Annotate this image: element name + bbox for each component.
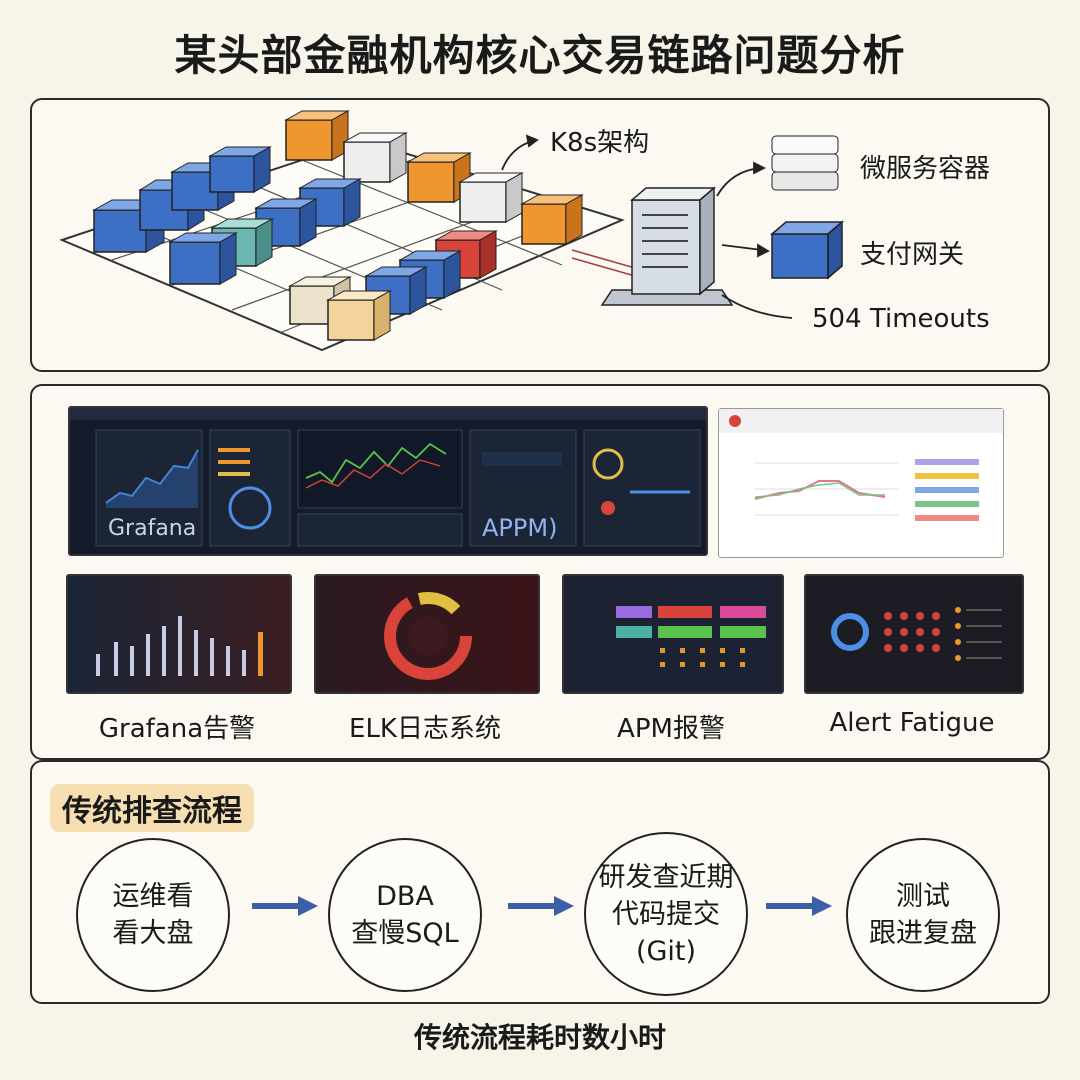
gateway-label: 支付网关: [860, 240, 965, 270]
container-white: [458, 172, 524, 223]
step-4-line-1: 测试: [896, 881, 950, 912]
grafana-apm-dashboard: Grafana APPM): [68, 406, 708, 556]
footer-caption: 传统流程耗时数小时: [413, 1021, 666, 1054]
architecture-panel: K8s架构 微服务容器 支付网关 504 Timeouts: [30, 98, 1050, 372]
step-dev-git: 研发查近期 代码提交 (Git): [584, 832, 748, 996]
container-blue: [168, 232, 238, 285]
k8s-cluster-illustration: [59, 110, 845, 352]
apm-alert-dashboard: [562, 574, 784, 694]
apm-panel-text: APPM): [482, 514, 558, 542]
grafana-panel-text: Grafana: [108, 516, 197, 541]
elk-log-dashboard: [314, 574, 540, 694]
server-tower-icon: [600, 186, 734, 306]
step-4-line-2: 跟进复盘: [869, 918, 977, 949]
connector-arrows: [501, 134, 793, 319]
container-orange: [284, 110, 350, 161]
step-1-line-1: 运维看: [112, 881, 194, 912]
caption-alert-fatigue: Alert Fatigue: [829, 708, 995, 738]
step-2-line-2: 查慢SQL: [351, 918, 459, 949]
gateway-cube-icon: [769, 220, 845, 280]
step-3-line-1: 研发查近期: [598, 861, 734, 893]
arrow-right-icon: [252, 896, 318, 916]
container-cream: [326, 290, 392, 341]
process-heading: 传统排查流程: [50, 784, 254, 832]
step-3-line-2: 代码提交: [612, 898, 720, 930]
alert-fatigue-dashboard: [804, 574, 1024, 694]
step-dba-slow-sql: DBA 查慢SQL: [328, 838, 482, 992]
page-title: 某头部金融机构核心交易链路问题分析: [174, 31, 906, 80]
light-monitoring-dashboard: [718, 408, 1004, 558]
step-1-line-2: 看大盘: [112, 918, 194, 949]
container-orange: [520, 194, 584, 245]
caption-elk: ELK日志系统: [349, 714, 501, 744]
step-qa-review: 测试 跟进复盘: [846, 838, 1000, 992]
step-2-line-1: DBA: [376, 881, 434, 912]
caption-grafana: Grafana告警: [98, 714, 256, 744]
arrow-right-icon: [766, 896, 832, 916]
arrow-right-icon: [508, 896, 574, 916]
container-orange: [406, 152, 472, 203]
microservice-label: 微服务容器: [860, 154, 991, 184]
monitoring-panel: Grafana APPM): [30, 384, 1050, 760]
microservice-stack-icon: [771, 135, 839, 191]
container-blue: [208, 146, 272, 193]
container-white: [342, 132, 408, 183]
timeout-label: 504 Timeouts: [812, 304, 990, 334]
step-3-line-3: (Git): [635, 935, 697, 967]
container-grid: [92, 110, 584, 341]
k8s-label: K8s架构: [550, 128, 650, 158]
caption-apm: APM报警: [617, 714, 725, 744]
grafana-alert-dashboard: [66, 574, 292, 694]
cables: [571, 249, 643, 279]
step-ops-dashboard: 运维看 看大盘: [76, 838, 230, 992]
